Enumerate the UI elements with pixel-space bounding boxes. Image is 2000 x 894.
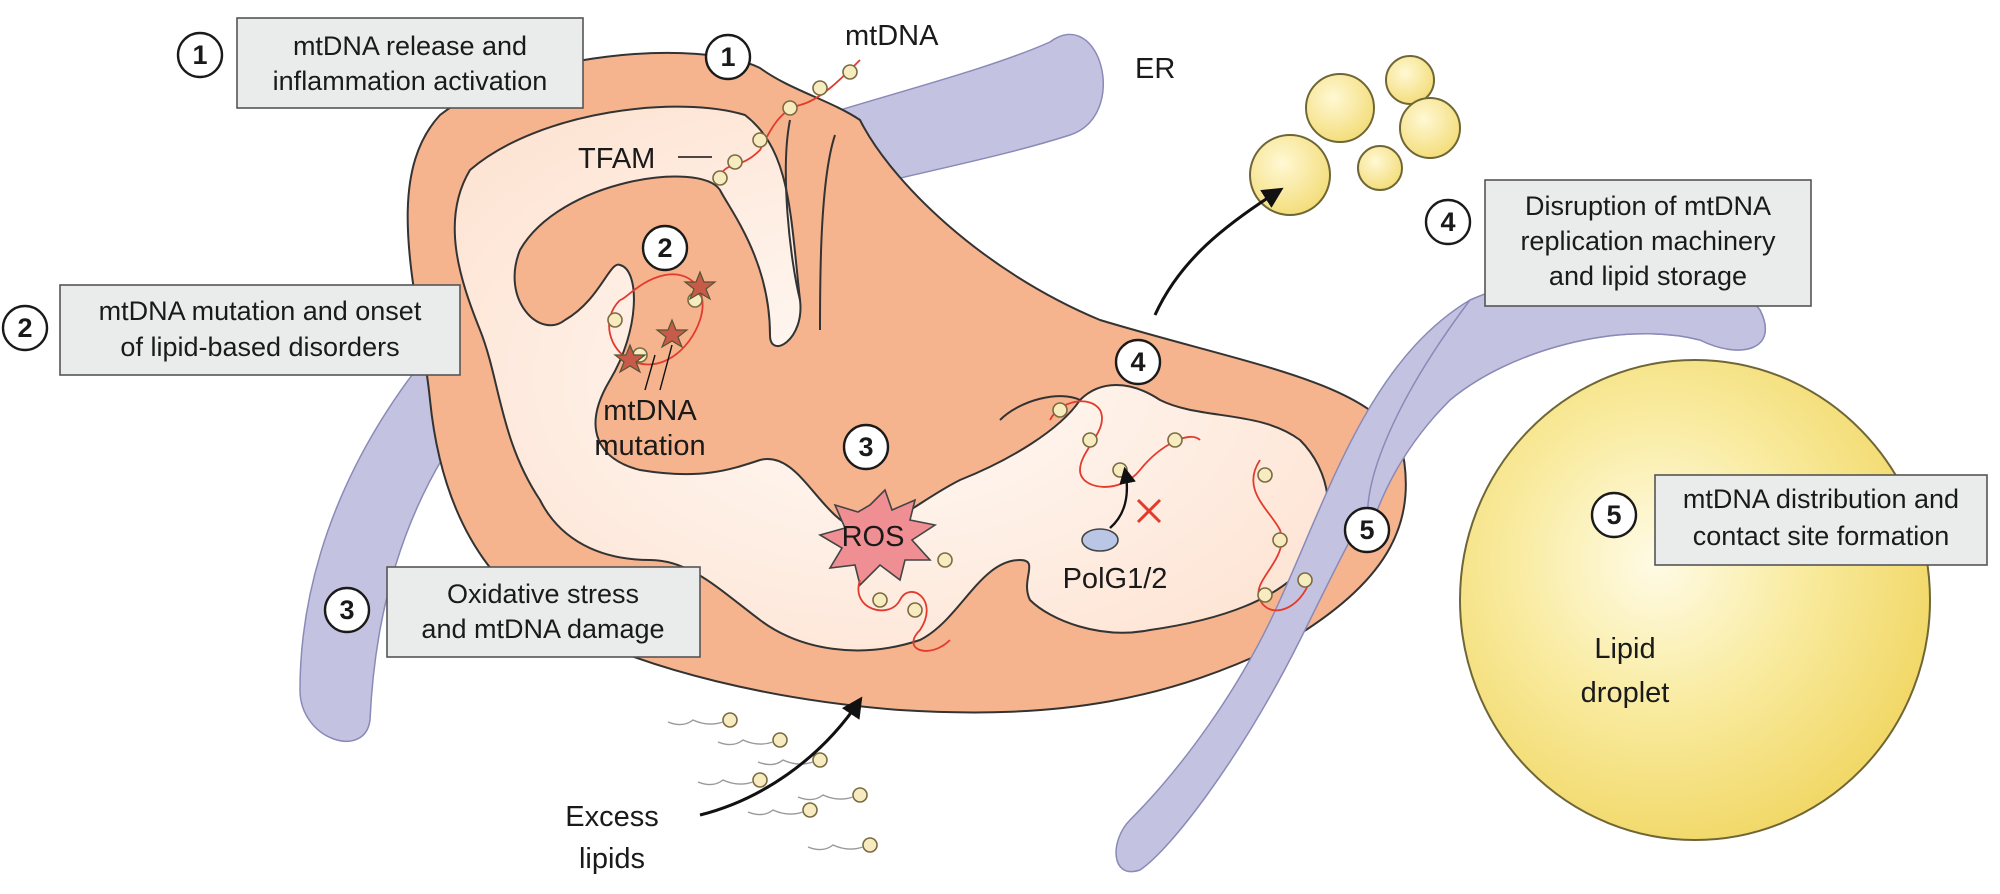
label-mtdna-mutation-2: mutation: [594, 430, 705, 462]
label-polg: PolG1/2: [1063, 563, 1168, 595]
tfam-bead: [712, 170, 728, 186]
step-1-badge-number: 1: [192, 40, 207, 70]
tfam-bead: [727, 154, 743, 170]
tfam-bead: [907, 602, 923, 618]
step-2-box: [59, 284, 461, 376]
step-1-text-line-1: mtDNA release and: [293, 31, 527, 61]
lipid-ball-3: [1399, 97, 1461, 159]
step-4-badge: [1424, 198, 1472, 246]
mutation-star: [613, 343, 647, 374]
step-3-marker-number: 3: [858, 432, 873, 462]
ros-burst: [817, 488, 938, 587]
step-4-marker: [1114, 338, 1162, 386]
tfam-bead: [812, 80, 828, 96]
polg-arrow: [1109, 466, 1136, 529]
step-1-badge: [176, 31, 224, 79]
tfam-bead: [607, 312, 623, 328]
lipid-ball-1: [1305, 73, 1375, 143]
step-4-text-line-1: Disruption of mtDNA: [1525, 191, 1771, 221]
step-5-marker: [1343, 506, 1391, 554]
step-3-text-line-1: Oxidative stress: [447, 579, 639, 609]
step-5-badge: [1590, 491, 1638, 539]
mutation-star: [683, 270, 717, 301]
excess-lipids-arrow: [699, 696, 863, 817]
polg-enzyme: [1081, 528, 1119, 552]
step-4-text-line-2: replication machinery: [1520, 226, 1776, 256]
step-5-text-line-2: contact site formation: [1693, 521, 1950, 551]
label-mtdna-mutation-1: mtDNA: [603, 395, 697, 427]
label-ros: ROS: [842, 521, 905, 553]
mutation-pointer-line: [644, 354, 656, 391]
lipid-ball-5: [1357, 145, 1403, 191]
mtdna-mutation-strand: [608, 273, 704, 366]
label-lipid-droplet-1: Lipid: [1594, 633, 1655, 665]
tfam-bead: [1297, 572, 1313, 588]
step-4-text-line-3: and lipid storage: [1549, 261, 1747, 291]
step-3-marker: [842, 423, 890, 471]
mitochondrion-inner: [453, 105, 1330, 652]
step-1-marker-number: 1: [720, 42, 735, 72]
label-excess-lipids-2: lipids: [579, 843, 645, 875]
step-5-marker-number: 5: [1359, 515, 1374, 545]
label-lipid-droplet-2: droplet: [1581, 677, 1670, 709]
mtdna-contact-strand: [1252, 459, 1311, 612]
tfam-bead: [872, 592, 888, 608]
step-1-text-line-2: inflammation activation: [273, 66, 548, 96]
step-4-box: [1484, 179, 1812, 307]
tfam-bead: [782, 100, 798, 116]
tfam-bead: [1167, 432, 1183, 448]
excess-lipid-molecules: [667, 712, 878, 853]
label-excess-lipids-1: Excess: [565, 801, 658, 833]
mutation-star: [655, 318, 689, 349]
mtdna-replication-strand: [1049, 400, 1201, 488]
label-mtdna: mtDNA: [845, 20, 939, 52]
step-3-badge: [323, 586, 371, 634]
step-2-marker: [641, 224, 689, 272]
tfam-bead: [752, 132, 768, 148]
step-2-text-line-2: of lipid-based disorders: [120, 332, 399, 362]
tfam-bead: [1272, 532, 1288, 548]
tfam-bead: [1082, 432, 1098, 448]
tfam-bead: [1257, 467, 1273, 483]
tfam-bead: [1052, 402, 1068, 418]
cristae-right: [999, 395, 1081, 421]
tfam-bead: [842, 64, 858, 80]
lipid-ball-2: [1385, 55, 1435, 105]
arrow-to-lipid-storage: [1153, 187, 1284, 316]
step-2-badge: [1, 304, 49, 352]
step-1-marker: [704, 33, 752, 81]
lipid-droplet: [1459, 359, 1931, 841]
step-4-marker-number: 4: [1130, 347, 1145, 377]
step-3-box: [386, 566, 701, 658]
tfam-bead: [937, 552, 953, 568]
cristae-top: [784, 119, 836, 331]
step-2-marker-number: 2: [657, 233, 672, 263]
step-4-badge-number: 4: [1440, 207, 1455, 237]
step-2-text-line-1: mtDNA mutation and onset: [99, 296, 422, 326]
step-1-box: [236, 17, 584, 109]
step-5-text-line-1: mtDNA distribution and: [1683, 484, 1959, 514]
tfam-bead: [1257, 587, 1273, 603]
mutation-pointer-line: [659, 344, 673, 391]
step-5-badge-number: 5: [1606, 500, 1621, 530]
step-3-badge-number: 3: [339, 595, 354, 625]
step-3-text-line-2: and mtDNA damage: [421, 614, 664, 644]
label-er: ER: [1135, 53, 1175, 85]
ros-damaged-dna: [857, 579, 951, 652]
step-2-badge-number: 2: [17, 313, 32, 343]
blocked-x-icon: [1136, 498, 1162, 524]
step-5-box: [1654, 474, 1988, 566]
label-tfam: TFAM: [578, 143, 655, 175]
